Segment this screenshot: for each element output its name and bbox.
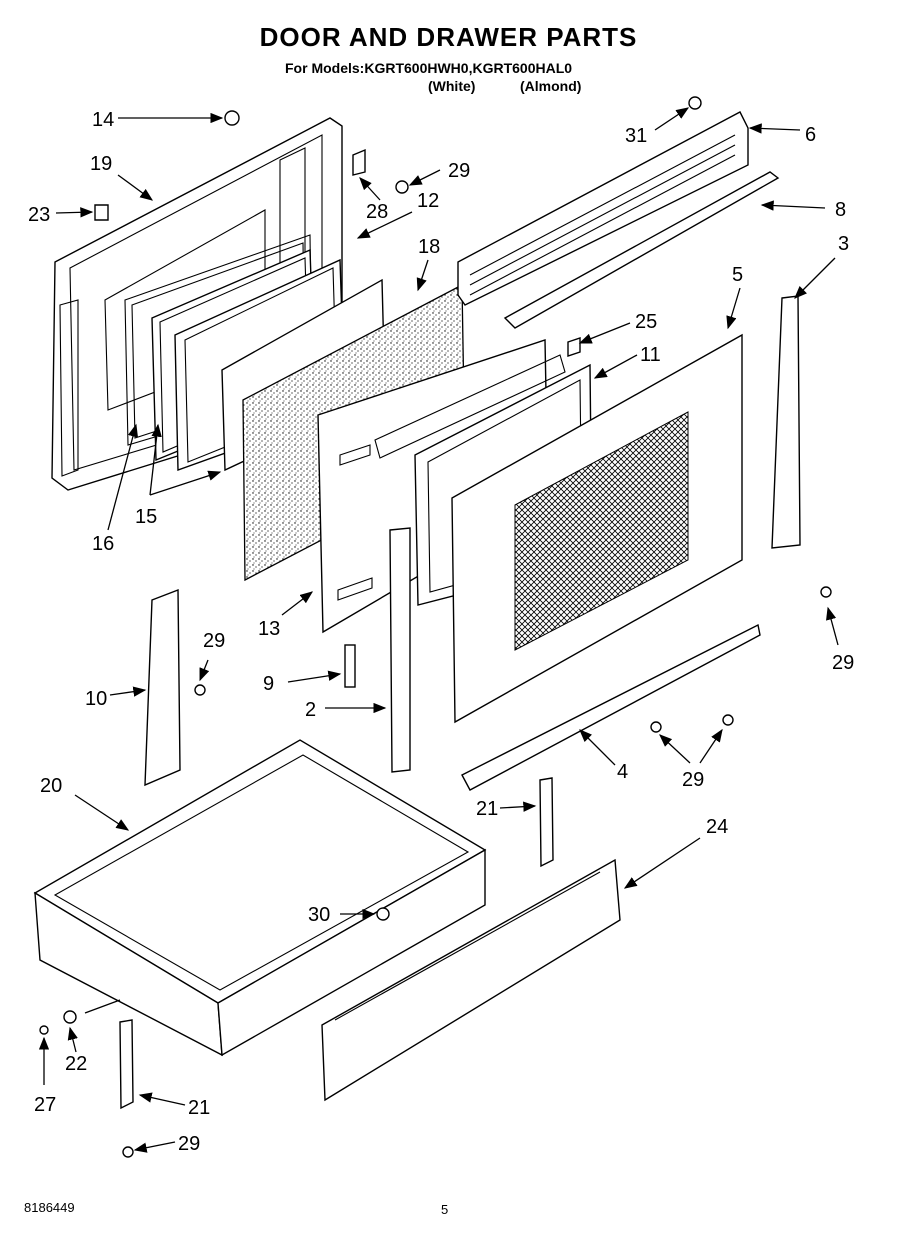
callout-29-bottom-trim: 29 [682,769,704,791]
callout-29-top: 29 [448,160,470,182]
page-number: 5 [441,1202,449,1217]
door-hinge-channel [389,527,411,773]
callout-12: 12 [417,190,439,212]
callout-29-left: 29 [203,630,225,652]
callout-21-rear: 21 [476,798,498,820]
drawer-bracket-front [119,1019,134,1110]
callout-10: 10 [85,688,107,710]
fasteners [39,96,832,1158]
drawer-front [321,858,621,1102]
bottom-trim [461,623,761,791]
side-trim-left [144,588,181,787]
color-white-label: (White) [428,78,476,94]
callout-27: 27 [34,1094,56,1116]
callout-6: 6 [805,124,816,146]
callout-21-front: 21 [188,1097,210,1119]
callout-31: 31 [625,125,647,147]
callout-18: 18 [418,236,440,258]
callout-20: 20 [40,775,62,797]
outer-door [451,333,743,724]
door-trim [503,171,780,329]
side-trim-right [771,295,801,549]
callout-2: 2 [305,699,316,721]
callout-15: 15 [135,506,157,528]
callout-25: 25 [635,311,657,333]
callout-30: 30 [308,904,330,926]
callout-11: 11 [640,344,661,366]
callout-19: 19 [90,153,112,175]
spacer-part [344,644,356,688]
callout-8: 8 [835,199,846,221]
callout-29-drawer: 29 [178,1133,200,1155]
leader-lines [38,107,839,1153]
drawer-body [33,739,487,1057]
callout-14: 14 [92,109,114,131]
callout-5: 5 [732,264,743,286]
control-panel [457,111,749,306]
callout-4: 4 [617,761,628,783]
callout-23: 23 [28,204,50,226]
callout-13: 13 [258,618,280,640]
document-number: 8186449 [24,1200,75,1215]
page-title: DOOR AND DRAWER PARTS [259,22,638,52]
callout-9: 9 [263,673,274,695]
callout-labels: 14 19 23 29 28 12 18 31 6 8 3 5 25 11 16… [28,109,854,1155]
models-subtitle: For Models:KGRT600HWH0,KGRT600HAL0 [285,60,573,76]
callout-29-right: 29 [832,652,854,674]
color-almond-label: (Almond) [520,78,582,94]
callout-28: 28 [366,201,388,223]
callout-24: 24 [706,816,728,838]
callout-22: 22 [65,1053,87,1075]
callout-3: 3 [838,233,849,255]
drawer-bracket-rear [539,777,554,868]
callout-16: 16 [92,533,114,555]
